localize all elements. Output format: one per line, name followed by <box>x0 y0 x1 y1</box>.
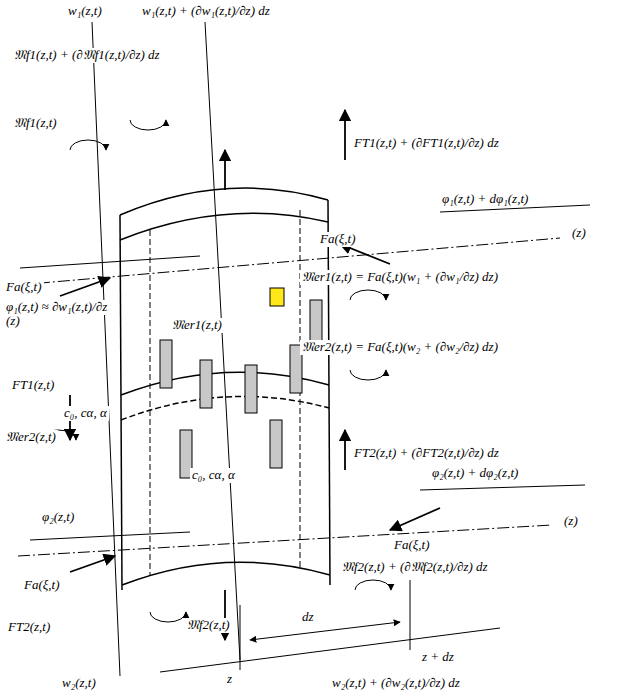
formula-label: z <box>225 672 234 687</box>
formula-label: 𝔐er2(z,t) <box>4 430 58 445</box>
formula-label: φ₁(z,t) + dφ₁(z,t) <box>440 192 530 207</box>
formula-label: w₁(z,t) <box>66 4 104 19</box>
formula-label: 𝔐f2(z,t) + (∂𝔐f2(z,t)/∂z) dz <box>340 560 490 575</box>
formula-label: Fa(ξ,t) <box>22 578 62 593</box>
formula-label: 𝔐er1(z,t) <box>170 318 224 333</box>
formula-label: Fa(ξ,t) <box>392 538 432 553</box>
formula-label: dz <box>300 610 316 625</box>
formula-label: φ₂(z,t) <box>40 510 76 525</box>
formula-label: 𝔐f2(z,t) <box>185 618 232 633</box>
formula-label: φ₂(z,t) + dφ₂(z,t) <box>430 466 520 481</box>
w1-axis <box>92 22 120 676</box>
formula-label: FT1(z,t) <box>10 378 56 393</box>
formula-label: w₂(z,t) + (∂w₂(z,t)/∂z) dz <box>330 676 462 691</box>
formula-label: φ₁(z,t) ≈ ∂w₁(z,t)/∂z <box>4 300 109 315</box>
formula-label: FT2(z,t) + (∂FT2(z,t)/∂z) dz <box>352 446 501 461</box>
formula-label: (z) <box>562 514 580 529</box>
formula-label: w₁(z,t) + (∂w₁(z,t)/∂z) dz <box>140 4 272 19</box>
formula-label: Fa(ξ,t) <box>4 280 44 295</box>
formula-label: 𝔐f1(z,t) <box>12 116 59 131</box>
formula-label: Fa(ξ,t) <box>318 232 358 247</box>
formula-label: 𝔐er1(z,t) = Fa(ξ,t)(w₁ + (∂w₁/∂z) dz) <box>300 270 500 285</box>
formula-label: 𝔐er2(z,t) = Fa(ξ,t)(w₂ + (∂w₂/∂z) dz) <box>300 340 500 355</box>
formula-label: 𝔐f1(z,t) + (∂𝔐f1(z,t)/∂z) dz <box>12 48 162 63</box>
formula-label: FT2(z,t) <box>6 620 52 635</box>
formula-label: c₀, cα, α <box>190 468 237 483</box>
formula-label: c₀, cα, α <box>62 406 109 421</box>
formula-label: (z) <box>570 226 588 241</box>
formula-label: z + dz <box>420 650 456 665</box>
formula-label: (z) <box>4 314 22 329</box>
formula-label: FT1(z,t) + (∂FT1(z,t)/∂z) dz <box>352 136 501 151</box>
formula-label: w₂(z,t) <box>60 676 98 691</box>
